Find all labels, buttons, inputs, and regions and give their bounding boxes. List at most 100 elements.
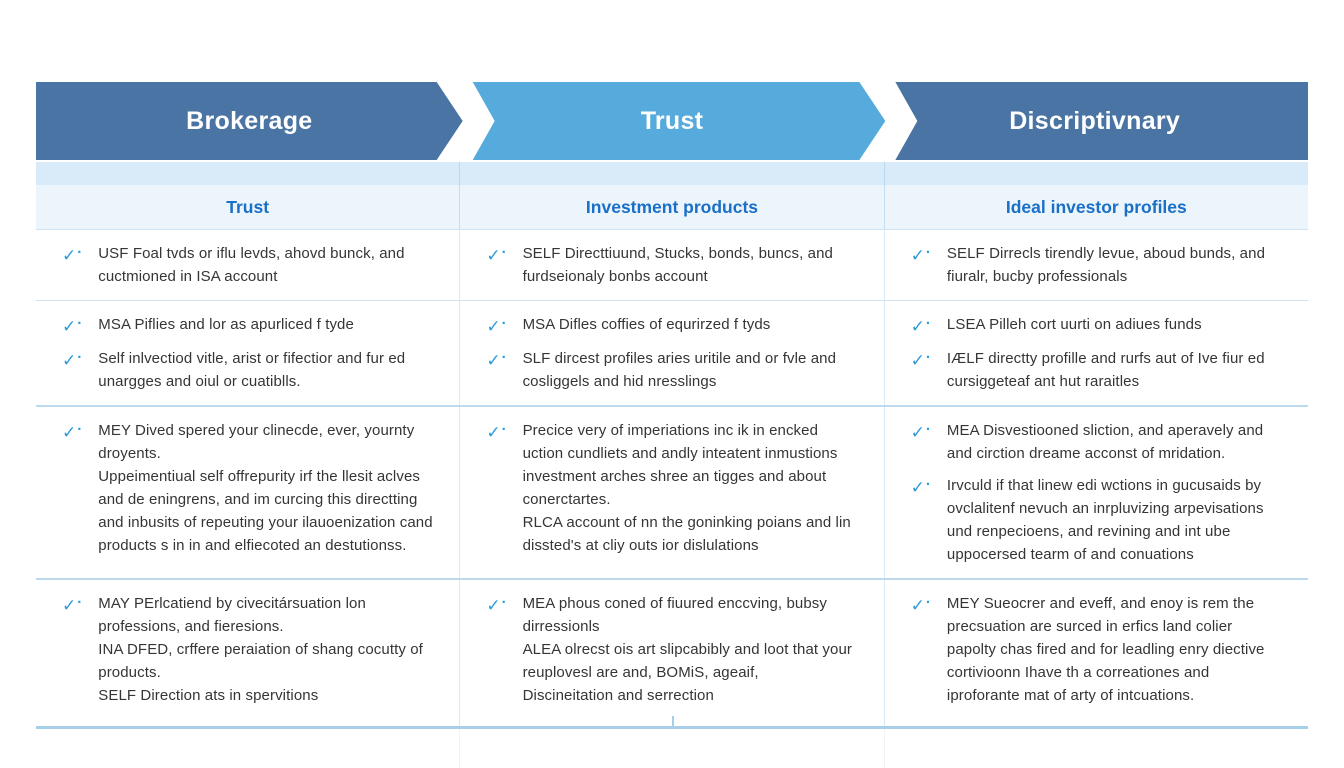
- table-row: ✓· MEY Dived spered your clinecde, ever, …: [36, 407, 1308, 580]
- check-icon: ✓·: [486, 594, 507, 615]
- check-icon: ✓·: [910, 594, 931, 615]
- divider-tick: [672, 716, 674, 726]
- bullet-paragraph: INA DFED, crffere peraiation of shang co…: [98, 641, 423, 681]
- check-dot-icon: ·: [925, 421, 931, 438]
- bullet-text: LSEA Pilleh cort uurti on adiues funds: [933, 313, 1282, 336]
- bullet-item: ✓·Precice very of imperiations inc ik in…: [478, 419, 857, 557]
- bullet-paragraph: Discineitation and serrection: [522, 687, 714, 704]
- ghost-footer-cell: [883, 729, 1308, 768]
- table-cell: ✓· MAY PErlcatiend by civecitársuation lo…: [36, 580, 459, 726]
- check-icon: ✓·: [910, 349, 931, 370]
- table-row: ✓· MAY PErlcatiend by civecitársuation lo…: [36, 580, 1308, 726]
- table-cell: ✓· MEY Dived spered your clinecde, ever, …: [36, 407, 459, 578]
- check-icon: ✓·: [910, 315, 931, 336]
- bullet-paragraph: MEY Dived spered your clinecde, ever, yo…: [98, 422, 415, 462]
- table-cell: ✓·MEA phous coned of fiuured enccving, b…: [459, 580, 883, 726]
- ghost-footer-cell: [36, 729, 459, 768]
- bullet-paragraph: USF Foal tvds or iflu levds, ahovd bunck…: [98, 245, 405, 285]
- check-dot-icon: ·: [925, 476, 931, 493]
- subheader-row: Trust Investment products Ideal investor…: [36, 185, 1308, 230]
- chevron-header-row: Brokerage Trust Discriptivnary: [36, 82, 1309, 160]
- bullet-paragraph: SELF Direction ats in spervitions: [98, 687, 319, 704]
- bullet-paragraph: ALEA olrecst ois art slipcabibly and loo…: [522, 641, 853, 681]
- bullet-text: MSA Piflies and lor as apurliced f tyde: [84, 313, 433, 336]
- table-cell: ✓·MSA Piflies and lor as apurliced f tyd…: [36, 301, 459, 405]
- bullet-paragraph: SLF dircest profiles aries uritile and o…: [522, 350, 837, 390]
- table-cell: ✓· MEY Sueocrer and eveff, and enoy is re…: [883, 580, 1308, 726]
- bullet-paragraph: Uppeimentiual self offrepurity irf the l…: [98, 468, 433, 554]
- check-icon: ✓·: [910, 476, 931, 497]
- bullet-item: ✓· MEY Dived spered your clinecde, ever, …: [54, 419, 433, 557]
- subheader-trust: Trust: [36, 185, 460, 229]
- bullet-text: SELF Dirrecls tirendly levue, aboud bund…: [933, 242, 1282, 288]
- check-dot-icon: ·: [925, 349, 931, 366]
- bullet-item: ✓· MAY PErlcatiend by civecitársuation lo…: [54, 592, 433, 707]
- bullet-item: ✓·Self inlvectiod vitle, arist or fifect…: [54, 347, 433, 393]
- table-body: ✓· USF Foal tvds or iflu levds, ahovd bun…: [36, 230, 1308, 726]
- bullet-text: MEY Sueocrer and eveff, and enoy is rem …: [933, 592, 1282, 707]
- bullet-item: ✓· MEY Sueocrer and eveff, and enoy is re…: [903, 592, 1282, 707]
- header-band-cell: [883, 162, 1308, 185]
- bullet-paragraph: Irvculd if that linew edi wctions in guc…: [946, 477, 1264, 563]
- header-brokerage-label: Brokerage: [186, 106, 313, 135]
- header-discriptivnary: Discriptivnary: [895, 82, 1309, 160]
- table-cell: ✓· SELF Dirrecls tirendly levue, aboud bu…: [883, 230, 1308, 300]
- bullet-item: ✓·LSEA Pilleh cort uurti on adiues funds: [903, 313, 1282, 338]
- bullet-item: ✓· SLF dircest profiles aries uritile and…: [478, 347, 857, 393]
- table-row: ✓· USF Foal tvds or iflu levds, ahovd bun…: [36, 230, 1308, 301]
- subheader-ideal-investor-profiles: Ideal investor profiles: [883, 185, 1308, 229]
- check-icon: ✓·: [62, 349, 83, 370]
- check-icon: ✓·: [910, 421, 931, 442]
- bullet-paragraph: SELF Dirrecls tirendly levue, aboud bund…: [946, 245, 1266, 285]
- bullet-text: MAY PErlcatiend by civecitársuation lon …: [84, 592, 433, 707]
- bullet-text: MEA phous coned of fiuured enccving, bub…: [509, 592, 858, 707]
- header-band-cell: [36, 162, 460, 185]
- bullet-text: USF Foal tvds or iflu levds, ahovd bunck…: [84, 242, 433, 288]
- bullet-paragraph: MEY Sueocrer and eveff, and enoy is rem …: [946, 595, 1265, 704]
- header-trust: Trust: [449, 82, 886, 160]
- bullet-paragraph: IÆLF directty profille and rurfs aut of …: [946, 350, 1265, 390]
- bullet-item: ✓· USF Foal tvds or iflu levds, ahovd bun…: [54, 242, 433, 288]
- header-brokerage: Brokerage: [36, 82, 463, 160]
- check-dot-icon: ·: [925, 244, 931, 261]
- bullet-paragraph: SELF Directtiuund, Stucks, bonds, buncs,…: [522, 245, 833, 285]
- bullet-text: Precice very of imperiations inc ik in e…: [509, 419, 858, 557]
- bullet-text: Irvculd if that linew edi wctions in guc…: [933, 474, 1282, 566]
- header-trust-label: Trust: [640, 106, 704, 135]
- bullet-item: ✓· SELF Dirrecls tirendly levue, aboud bu…: [903, 242, 1282, 288]
- check-icon: ✓·: [62, 315, 83, 336]
- bullet-text: IÆLF directty profille and rurfs aut of …: [933, 347, 1282, 393]
- header-discriptivnary-label: Discriptivnary: [1009, 106, 1181, 135]
- bullet-item: ✓·MSA Difles coffies of equrirzed f tyds: [478, 313, 857, 338]
- bullet-paragraph: MEA Disvestiooned sliction, and aperavel…: [946, 422, 1264, 462]
- check-icon: ✓·: [62, 421, 83, 442]
- bullet-item: ✓· IÆLF directty profille and rurfs aut o…: [903, 347, 1282, 393]
- subheader-trust-label: Trust: [226, 196, 270, 217]
- bullet-item: ✓·MEA phous coned of fiuured enccving, b…: [478, 592, 857, 707]
- bullet-text: Self inlvectiod vitle, arist or fifectio…: [84, 347, 433, 393]
- bullet-paragraph: MAY PErlcatiend by civecitársuation lon …: [98, 595, 366, 635]
- bullet-paragraph: RLCA account of nn the goninking poians …: [522, 514, 851, 554]
- header-band-row: [36, 162, 1308, 185]
- ghost-footer-cell: [459, 729, 883, 768]
- check-icon: ✓·: [62, 594, 83, 615]
- check-dot-icon: ·: [77, 421, 83, 438]
- check-dot-icon: ·: [501, 421, 507, 438]
- subheader-investment-products: Investment products: [459, 185, 884, 229]
- ghost-footer-row: [36, 729, 1308, 768]
- table-cell: ✓· USF Foal tvds or iflu levds, ahovd bun…: [36, 230, 459, 300]
- check-dot-icon: ·: [501, 244, 507, 261]
- bullet-item: ✓·SELF Directtiuund, Stucks, bonds, bunc…: [478, 242, 857, 288]
- check-dot-icon: ·: [501, 594, 507, 611]
- check-icon: ✓·: [62, 244, 83, 265]
- check-icon: ✓·: [486, 349, 507, 370]
- header-band-cell: [459, 162, 884, 185]
- check-icon: ✓·: [910, 244, 931, 265]
- comparison-table: Brokerage Trust Discriptivnary Trust Inv…: [36, 82, 1309, 768]
- subheader-investment-products-label: Investment products: [585, 196, 759, 217]
- check-dot-icon: ·: [925, 315, 931, 332]
- bullet-text: MSA Difles coffies of equrirzed f tyds: [509, 313, 858, 336]
- check-icon: ✓·: [486, 315, 507, 336]
- subheader-ideal-investor-profiles-label: Ideal investor profiles: [1005, 196, 1187, 217]
- table-cell: ✓·Precice very of imperiations inc ik in…: [459, 407, 883, 578]
